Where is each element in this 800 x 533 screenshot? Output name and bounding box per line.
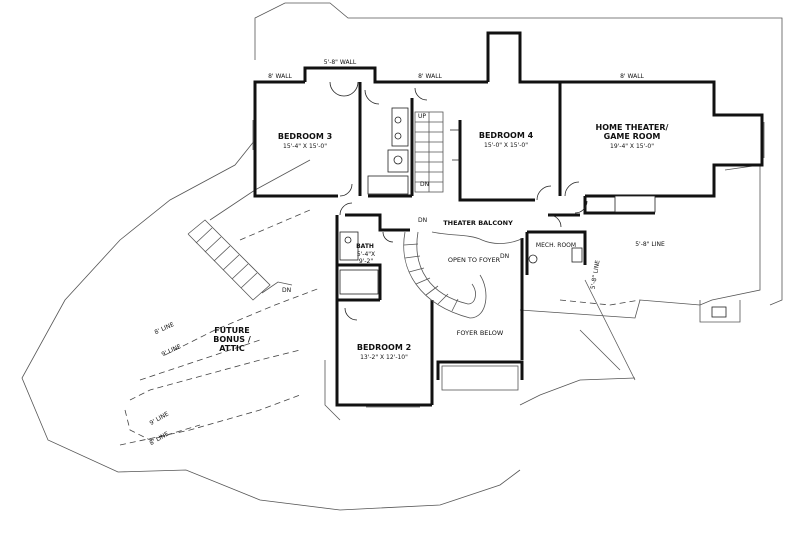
bedroom2-name: BEDROOM 2 [357,343,411,352]
exterior-walls [253,31,764,407]
bath-name: BATH [356,243,374,250]
bonus-line1: FUTURE [214,326,250,335]
wall-8-left-label: 8' WALL [268,73,292,80]
line-8-a-label: 8' LINE [153,321,175,336]
area-labels: THEATER BALCONY OPEN TO FOYER FOYER BELO… [443,219,576,337]
stair-dn-label-4: DN [500,253,509,260]
curved-stair [403,231,523,319]
room-labels: BEDROOM 3 15'-4" X 15'-0" BEDROOM 4 15'-… [213,123,668,361]
line-9-a-label: 9' LINE [160,343,182,358]
line-8-b-label: 8' LINE [149,430,171,447]
theater-balcony-label: THEATER BALCONY [443,219,513,227]
attic-stair [187,219,293,301]
bonus-line2: BONUS / [213,335,251,344]
windows [252,120,765,408]
wall-8-mid-label: 8' WALL [418,73,442,80]
doors [329,81,588,321]
theater-name-line1: HOME THEATER/ [596,123,669,132]
line-5-8-right-label: 5'-8" LINE [635,241,665,248]
line-9-b-label: 9' LINE [149,410,171,427]
central-stair [414,111,444,193]
stair-direction-labels: UP DN DN DN DN [282,113,509,294]
stair-up-label: UP [418,113,426,120]
bedroom4-size: 15'-0" X 15'-0" [484,142,528,149]
theater-size: 19'-4" X 15'-0" [610,143,654,150]
bath-size-line2: 9'-2" [359,258,373,265]
bedroom3-size: 15'-4" X 15'-0" [283,143,327,150]
wall-8-right-label: 8' WALL [620,73,644,80]
bonus-line3: ATTIC [219,344,245,353]
bedroom2-size: 13'-2" X 12'-10" [360,354,408,361]
wall-5-8-label: 5'-8" WALL [324,59,357,66]
fixtures [339,107,656,295]
bedroom4-name: BEDROOM 4 [479,131,534,140]
attic-dashed-lines [119,209,641,446]
stair-dn-label-2: DN [418,217,427,224]
line-5-8-vertical-label: 5'-8" LINE [590,259,602,289]
bath-size-line1: 5'-4"X [357,251,375,258]
open-to-foyer-label: OPEN TO FOYER [448,256,501,264]
stair-dn-label-1: DN [420,181,429,188]
mech-room-label: MECH. ROOM [536,242,576,249]
roof-outline [21,2,783,511]
stair-dn-label-3: DN [282,287,291,294]
foyer-below-label: FOYER BELOW [457,329,504,337]
bedroom3-name: BEDROOM 3 [278,132,332,141]
theater-name-line2: GAME ROOM [604,132,661,141]
